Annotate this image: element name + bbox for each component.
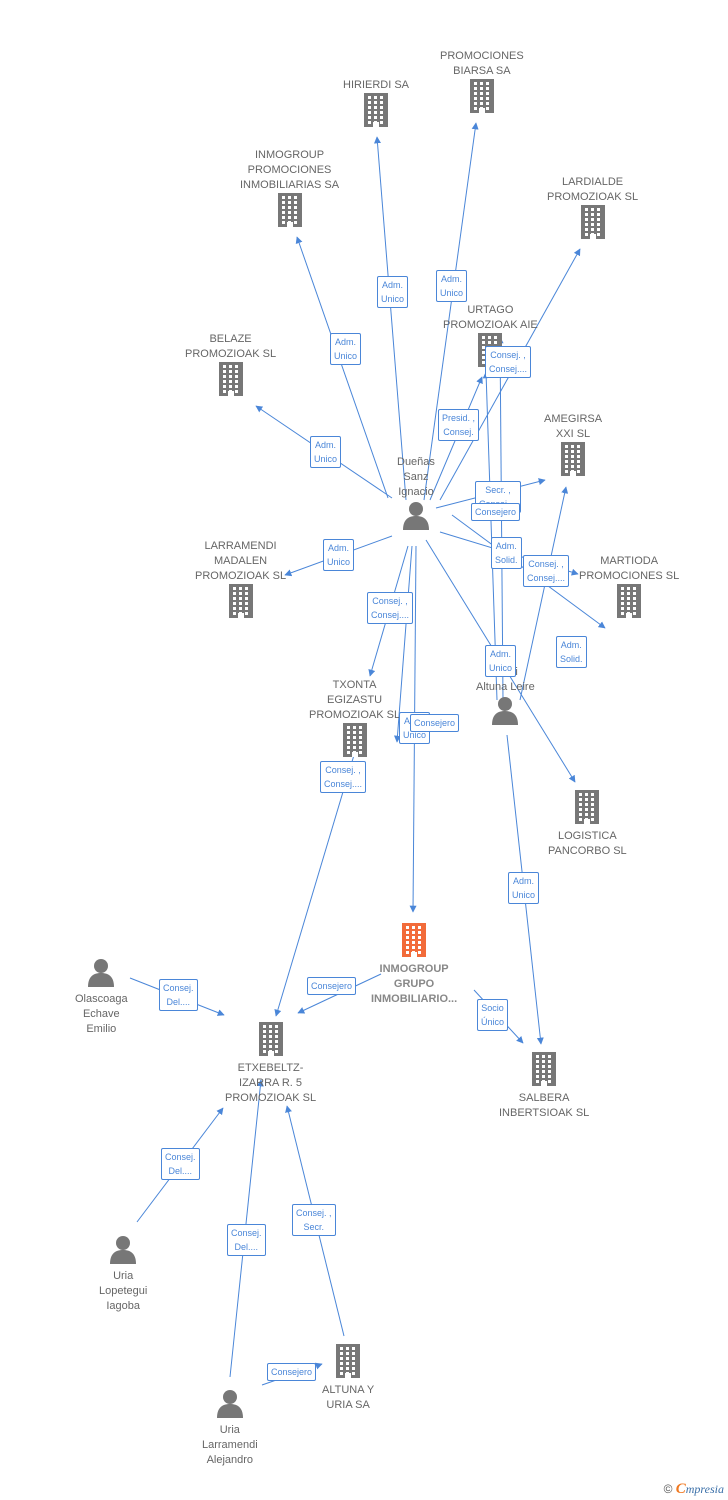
edge-label[interactable]: Consej. Del.... [161,1148,200,1180]
edge-label[interactable]: Adm. Unico [508,872,540,904]
edge-label[interactable]: Consej. , Consej.... [485,346,532,378]
node-uria-larramendi[interactable]: Uria Larramendi Alejandro [202,1388,258,1468]
node-label: URTAGO PROMOZIOAK AIE [443,304,538,331]
edge-line [393,545,413,743]
node-olascoaga[interactable]: Olascoaga Echave Emilio [75,957,128,1037]
node-duenas[interactable]: Dueñas Sanz Ignacio [397,455,435,535]
empresia-logo: Cmpresia [675,1481,724,1497]
node-label: INMOGROUP PROMOCIONES INMOBILIARIAS SA [240,149,340,191]
footer-brand[interactable]: © Cmpresia [664,1481,724,1498]
edge-label[interactable]: Adm. Unico [330,333,362,365]
building-icon [226,584,256,623]
node-label: BELAZE PROMOZIOAK SL [185,333,277,360]
edge-label[interactable]: Adm. Unico [485,645,517,677]
node-belaze[interactable]: BELAZE PROMOZIOAK SL [185,332,276,401]
node-label: Uria Larramendi Alejandro [202,1424,258,1466]
edge-label[interactable]: Consej. Del.... [159,979,198,1011]
edge-line [519,486,569,701]
node-label: TXONTA EGIZASTU PROMOZIOAK SL [309,679,401,721]
node-amegirsa[interactable]: AMEGIRSA XXI SL [544,412,602,481]
node-label: PROMOCIONES BIARSA SA [440,50,524,77]
edge-label[interactable]: Adm. Unico [377,276,409,308]
node-martioda[interactable]: MARTIODA PROMOCIONES SL [579,554,679,623]
edge-line [374,136,407,501]
person-icon [490,695,520,730]
building-icon [572,790,602,829]
building-icon [529,1052,559,1091]
edge-label[interactable]: Adm. Solid. [491,537,522,569]
node-uria-lopetegui[interactable]: Uria Lopetegui Iagoba [99,1234,147,1314]
node-altuna-uria[interactable]: ALTUNA Y URIA SA [322,1344,374,1413]
edge-label[interactable]: Presid. , Consej. [438,409,480,441]
node-salbera[interactable]: SALBERA INBERTSIOAK SL [499,1052,589,1121]
node-label: ALTUNA Y URIA SA [322,1384,375,1411]
building-icon [340,723,370,762]
edge-label[interactable]: Consejero [307,977,357,995]
edge-label[interactable]: Consej. , Secr. [292,1204,336,1236]
person-icon [86,957,116,992]
edge-label[interactable]: Consejero [471,503,521,521]
edge-label[interactable]: Adm. Solid. [556,636,587,668]
building-icon [399,923,429,962]
node-label: Uria Lopetegui Iagoba [99,1270,148,1312]
node-label: INMOGROUP GRUPO INMOBILIARIO... [371,963,458,1005]
node-larramendi-madalen[interactable]: LARRAMENDI MADALEN PROMOZIOAK SL [195,539,286,623]
node-biarsa[interactable]: PROMOCIONES BIARSA SA [440,49,524,118]
edge-line [423,122,479,501]
node-logistica[interactable]: LOGISTICA PANCORBO SL [548,790,627,859]
node-txonta[interactable]: TXONTA EGIZASTU PROMOZIOAK SL [309,678,400,762]
person-icon [401,500,431,535]
node-label: SALBERA INBERTSIOAK SL [499,1092,590,1119]
edge-label[interactable]: Consejero [410,714,460,732]
node-lardialde[interactable]: LARDIALDE PROMOZIOAK SL [547,175,638,244]
node-label: MARTIODA PROMOCIONES SL [579,555,680,582]
node-label: AMEGIRSA XXI SL [544,413,603,440]
building-icon [614,584,644,623]
building-icon [467,79,497,118]
edge-label[interactable]: Consejero [267,1363,317,1381]
node-label: LOGISTICA PANCORBO SL [548,830,627,857]
node-inmogroup-prom[interactable]: INMOGROUP PROMOCIONES INMOBILIARIAS SA [240,148,339,232]
edge-label[interactable]: Consej. , Consej.... [367,592,414,624]
person-icon [108,1234,138,1269]
building-icon [256,1022,286,1061]
edge-label[interactable]: Consej. , Consej.... [523,555,570,587]
building-icon [275,193,305,232]
person-icon [215,1388,245,1423]
node-label: ETXEBELTZ- IZARRA R. 5 PROMOZIOAK SL [225,1062,317,1104]
node-etxebeltz[interactable]: ETXEBELTZ- IZARRA R. 5 PROMOZIOAK SL [225,1022,316,1106]
node-label: LARRAMENDI MADALEN PROMOZIOAK SL [195,540,287,582]
edge-label[interactable]: Socio Único [477,999,509,1031]
node-label: LARDIALDE PROMOZIOAK SL [547,176,639,203]
node-inmogroup-grupo[interactable]: INMOGROUP GRUPO INMOBILIARIO... [371,923,457,1007]
edge-label[interactable]: Adm. Unico [436,270,468,302]
building-icon [333,1344,363,1383]
edge-label[interactable]: Consej. Del.... [227,1224,266,1256]
edge-label[interactable]: Adm. Unico [323,539,355,571]
building-icon [216,362,246,401]
edge-label[interactable]: Consej. , Consej.... [320,761,367,793]
building-icon [558,442,588,481]
edge-label[interactable]: Adm. Unico [310,436,342,468]
node-label: HIRIERDI SA [343,79,410,91]
node-label: Olascoaga Echave Emilio [75,993,128,1035]
node-hirierdi[interactable]: HIRIERDI SA [343,78,409,132]
building-icon [361,93,391,132]
node-label: Dueñas Sanz Ignacio [397,456,435,498]
building-icon [578,205,608,244]
edge-line [295,236,389,499]
copyright-symbol: © [663,1482,673,1496]
